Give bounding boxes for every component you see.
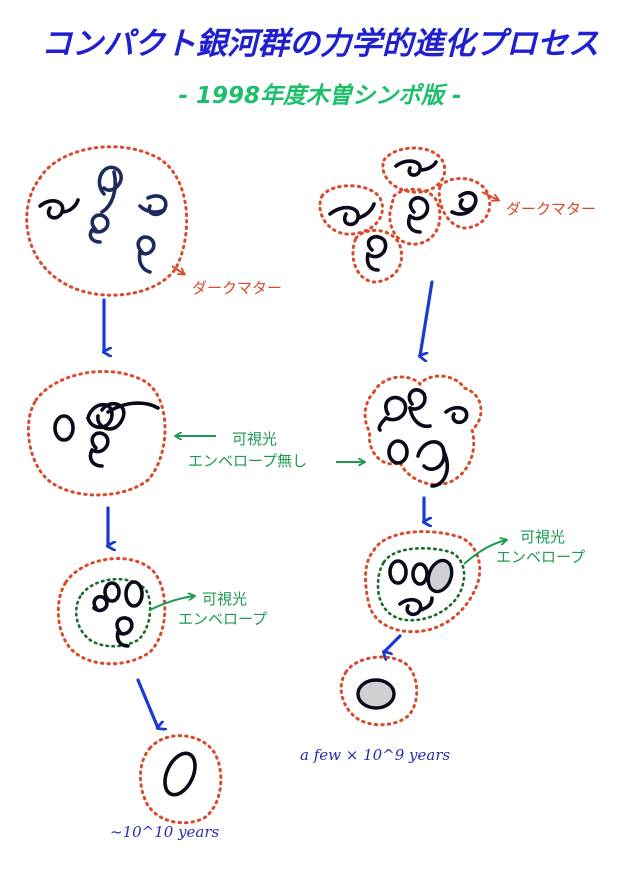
no-envelope-label-line1: 可視光 bbox=[232, 430, 277, 448]
dark-matter-halo bbox=[139, 734, 223, 825]
envelope-pointer-arrow bbox=[463, 540, 506, 565]
left-stage-4-group bbox=[139, 734, 223, 825]
elliptical-galaxy bbox=[53, 414, 75, 442]
dark-matter-pointer-arrow bbox=[171, 265, 184, 274]
left-stage-3-group bbox=[56, 557, 167, 666]
left-stage-2-group bbox=[26, 370, 167, 497]
no-envelope-label-line2: エンベロープ無し bbox=[188, 452, 307, 470]
envelope-label-line2: エンベロープ bbox=[496, 548, 585, 566]
spiral-galaxy bbox=[398, 596, 434, 617]
dark-matter-halo bbox=[26, 370, 167, 497]
elliptical-galaxy bbox=[426, 558, 454, 594]
spiral-galaxy bbox=[88, 213, 110, 244]
spiral-galaxy bbox=[394, 159, 438, 177]
spiral-galaxy bbox=[406, 196, 430, 234]
right-stage-4-group bbox=[339, 655, 419, 727]
spiral-galaxy bbox=[92, 594, 109, 613]
spiral-galaxy bbox=[416, 440, 449, 488]
spiral-galaxy bbox=[377, 395, 408, 432]
left-stage-1-group bbox=[25, 145, 189, 297]
page-title: コンパクト銀河群の力学的進化プロセス bbox=[41, 26, 599, 62]
visible-envelope bbox=[74, 577, 152, 648]
dark-matter-halo bbox=[25, 145, 189, 297]
spiral-galaxy bbox=[138, 194, 168, 217]
envelope-pointer-arrow bbox=[149, 596, 194, 611]
spiral-galaxy bbox=[407, 388, 432, 429]
elliptical-galaxy bbox=[124, 580, 144, 608]
dark-matter-label: ダークマター bbox=[192, 279, 282, 297]
envelope-label-line1: 可視光 bbox=[520, 528, 565, 546]
spiral-galaxy bbox=[88, 431, 110, 468]
spiral-galaxy bbox=[365, 234, 388, 272]
right-stage-2-group bbox=[363, 374, 483, 488]
dark-matter-subhalo bbox=[388, 187, 442, 246]
dark-matter-halo bbox=[364, 530, 482, 634]
timescale-label: ~10^10 years bbox=[110, 823, 220, 841]
evolution-arrow bbox=[384, 634, 402, 652]
spiral-galaxy bbox=[97, 165, 123, 214]
spiral-galaxy bbox=[328, 202, 376, 227]
spiral-galaxy bbox=[115, 616, 134, 648]
spiral-galaxy bbox=[444, 405, 469, 425]
timescale-label: a few × 10^9 years bbox=[300, 746, 451, 764]
right-stage-1-group bbox=[318, 146, 492, 284]
merging-galaxies bbox=[86, 401, 160, 431]
dark-matter-subhalo bbox=[437, 176, 492, 230]
page-subtitle: - 1998年度木曽シンポ版 - bbox=[178, 83, 461, 109]
dark-matter-subhalo bbox=[351, 229, 403, 284]
dark-matter-halo bbox=[363, 374, 483, 487]
spiral-galaxy bbox=[38, 198, 80, 220]
elliptical-galaxy bbox=[103, 581, 121, 603]
elliptical-galaxy bbox=[163, 751, 197, 797]
elliptical-galaxy bbox=[388, 559, 408, 585]
dark-matter-label: ダークマター bbox=[506, 200, 596, 218]
elliptical-galaxy bbox=[356, 678, 396, 710]
elliptical-galaxy bbox=[411, 562, 429, 586]
evolution-arrow bbox=[136, 678, 158, 728]
dark-matter-subhalo bbox=[318, 184, 384, 236]
envelope-label-line1: 可視光 bbox=[202, 590, 247, 608]
elliptical-galaxy bbox=[387, 439, 409, 465]
right-stage-3-group bbox=[364, 530, 482, 634]
dark-matter-pointer-arrow bbox=[481, 191, 498, 200]
spiral-galaxy bbox=[136, 235, 156, 274]
visible-envelope bbox=[376, 547, 466, 622]
spiral-galaxy bbox=[450, 190, 478, 216]
envelope-label-line2: エンベロープ bbox=[178, 610, 267, 628]
dark-matter-halo bbox=[56, 557, 167, 666]
dark-matter-halo bbox=[339, 655, 419, 727]
dark-matter-subhalo bbox=[381, 146, 447, 194]
evolution-arrow bbox=[420, 280, 434, 356]
